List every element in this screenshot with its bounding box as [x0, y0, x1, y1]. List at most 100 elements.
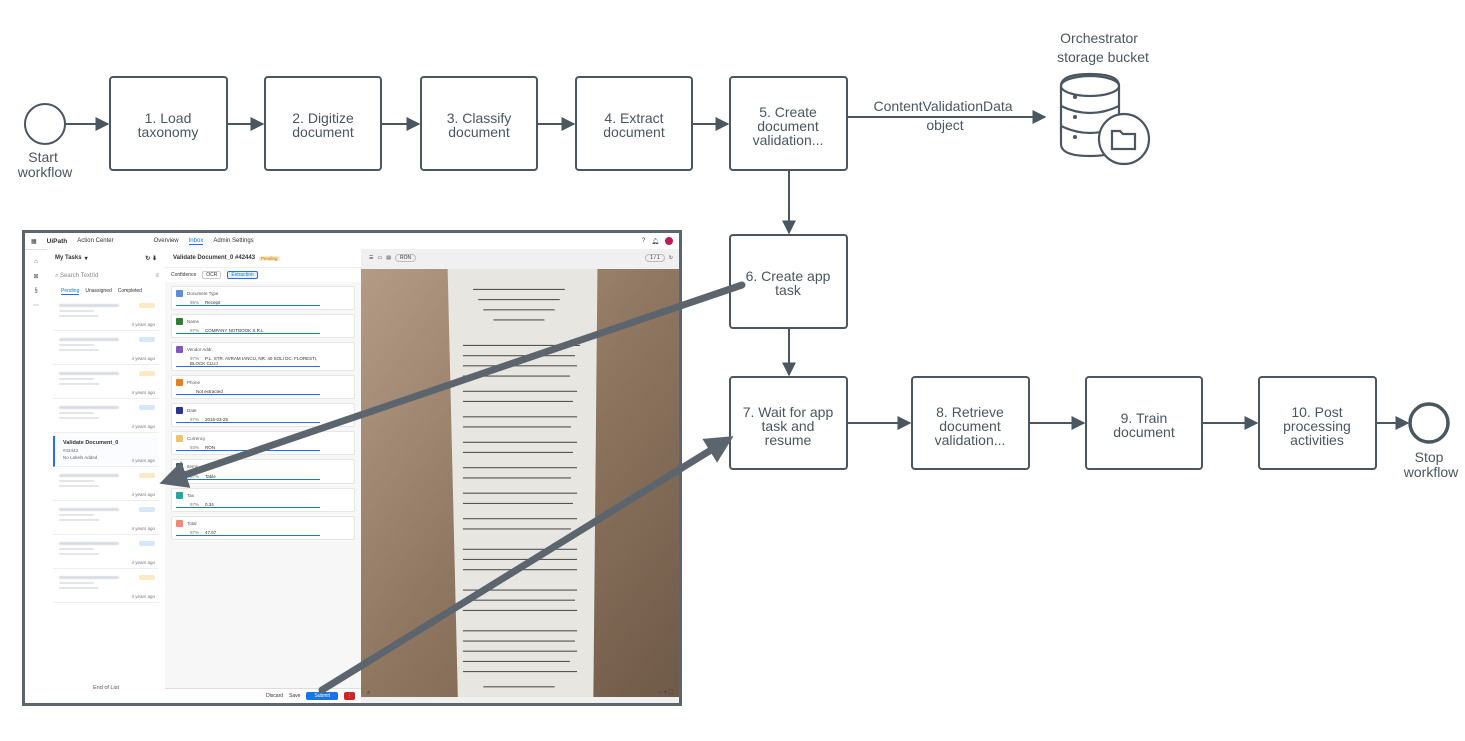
zoom-search-icon[interactable]: ⌕: [367, 689, 371, 696]
field-value-input[interactable]: Not extracted: [176, 389, 320, 396]
field-value: 2016-03-25: [205, 417, 229, 423]
status-badge: Pending: [259, 255, 280, 261]
more-actions-button[interactable]: ⋮: [344, 692, 355, 700]
help-icon[interactable]: ?: [642, 238, 646, 244]
filter-icon[interactable]: ≡: [155, 273, 159, 279]
field-type-icon: [176, 435, 183, 443]
field-value-input[interactable]: 97%COMPANY NOTBOOK S.R.L: [176, 328, 320, 335]
task-list-header: My Tasks ▾ ↻ ⬇: [47, 249, 165, 267]
view-options: Confidence OCR Extraction: [165, 268, 361, 282]
field-value: Receipt: [205, 300, 221, 306]
bell-icon[interactable]: 🔔︎: [651, 238, 659, 245]
field-name: Document Type: [187, 291, 219, 296]
discard-button[interactable]: Discard: [266, 693, 284, 699]
list-item[interactable]: 4 years ago: [53, 538, 159, 569]
tab-overview[interactable]: Overview: [153, 238, 179, 244]
tab-inbox[interactable]: Inbox: [188, 237, 204, 245]
field-card[interactable]: Total 97% 47.67: [171, 515, 355, 540]
filter-pending[interactable]: Pending: [61, 287, 80, 295]
field-name: Total: [187, 520, 197, 526]
selected-task[interactable]: Validate Document_0 #42443 No Labels Add…: [53, 436, 159, 467]
filter-unassigned[interactable]: Unassigned: [85, 288, 112, 294]
action-footer: Discard Save Submit ⋮: [165, 688, 361, 703]
list-item[interactable]: 4 years ago: [53, 572, 159, 603]
save-icon[interactable]: ▭: [377, 255, 383, 261]
left-rail: ⌂ ⊠ § ⋯: [25, 249, 48, 703]
edge-label: ContentValidationData object: [874, 98, 1017, 133]
field-name: Vendor Addr.: [187, 347, 213, 353]
field-value-input[interactable]: 97%0.34: [176, 502, 320, 508]
field-value-input[interactable]: 93%RON: [176, 445, 320, 452]
selected-task-title: Validate Document_0: [63, 440, 119, 446]
field-card[interactable]: Vendor Addr. 97%P.L. STR. AVRAM IANCU, NR…: [171, 342, 355, 372]
avatar[interactable]: [665, 237, 673, 245]
field-value: RON: [205, 445, 216, 451]
rotate-icon[interactable]: ↻: [668, 255, 673, 261]
field-value-input[interactable]: 97% 2016-03-25: [176, 417, 320, 424]
field-type-icon: [176, 318, 183, 326]
list-item[interactable]: 4 years ago: [53, 402, 159, 433]
more-icon[interactable]: ⋯: [33, 303, 39, 309]
list-item[interactable]: 4 years ago: [53, 334, 159, 365]
menu-icon[interactable]: ☰: [369, 255, 374, 261]
option-extraction[interactable]: Extraction: [227, 271, 258, 279]
submit-button[interactable]: Submit: [306, 692, 338, 700]
field-value: 47.67: [205, 529, 217, 535]
start-label: Start workflow: [17, 149, 73, 180]
database-folder-icon: [1059, 72, 1151, 166]
field-name: Name: [187, 319, 200, 325]
search-input[interactable]: Search Text/Id: [60, 273, 99, 279]
task-search[interactable]: ⌕ Search Text/Id ≡: [47, 267, 165, 285]
chevron-down-icon: ▾: [84, 255, 88, 262]
page-indicator: 1 / 1: [645, 254, 665, 262]
fullscreen-icon[interactable]: ⛶: [668, 689, 673, 696]
field-card[interactable]: Name 97%COMPANY NOTBOOK S.R.L: [171, 314, 355, 339]
option-ocr[interactable]: OCR: [202, 271, 222, 279]
save-button[interactable]: Save: [289, 693, 301, 699]
layout-icon[interactable]: ▤: [386, 255, 391, 261]
field-card[interactable]: Currency 93%RON: [171, 431, 355, 456]
end-of-list: End of List: [93, 685, 119, 691]
field-card[interactable]: Document Type 95% Receipt: [171, 286, 355, 311]
field-value: 0.34: [205, 501, 214, 507]
field-value-input[interactable]: 97%Table: [176, 474, 320, 480]
field-confidence: 97%: [190, 529, 200, 535]
field-value-input[interactable]: 97%P.L. STR. AVRAM IANCU, NR. 40 SOLI DC…: [176, 356, 320, 368]
actions-icon[interactable]: ⊠: [33, 274, 39, 280]
processes-icon[interactable]: §: [34, 288, 38, 294]
field-type-icon: [176, 290, 183, 297]
list-item[interactable]: 4 years ago: [53, 368, 159, 399]
filter-completed[interactable]: Completed: [117, 288, 142, 294]
field-name: Currency: [187, 436, 206, 442]
field-confidence: 95%: [190, 300, 200, 306]
search-icon: ⌕: [55, 272, 61, 279]
list-item[interactable]: 4 years ago: [53, 504, 159, 535]
task-list-title[interactable]: My Tasks: [55, 255, 82, 261]
task-list: My Tasks ▾ ↻ ⬇ ⌕ Search Text/Id ≡ Pendin…: [47, 249, 166, 703]
field-value-input[interactable]: 95% Receipt: [176, 300, 320, 307]
tab-admin-settings[interactable]: Admin Settings: [213, 238, 254, 244]
field-value-input[interactable]: 97% 47.67: [176, 530, 320, 536]
apps-grid-icon[interactable]: ▦: [31, 238, 37, 245]
refresh-icon[interactable]: ↻ ⬇: [145, 255, 157, 262]
home-icon[interactable]: ⌂: [34, 259, 38, 265]
list-item[interactable]: 4 years ago: [53, 300, 159, 331]
field-confidence: 97%: [190, 417, 200, 423]
option-confidence[interactable]: Confidence: [171, 272, 197, 278]
list-item[interactable]: 4 years ago: [53, 470, 159, 501]
currency-select[interactable]: RON: [394, 254, 417, 262]
